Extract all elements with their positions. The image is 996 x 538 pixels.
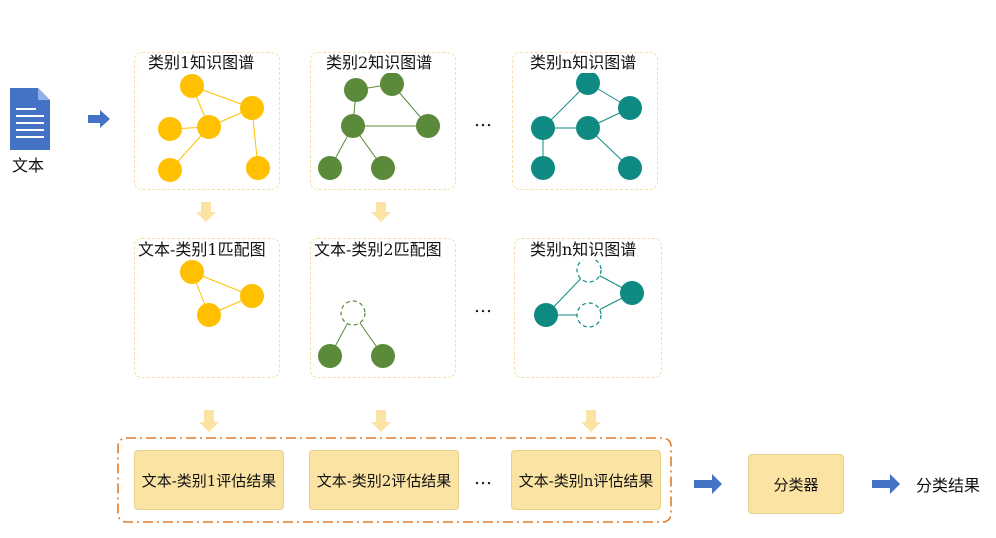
classifier-box: 分类器: [748, 454, 844, 514]
panel-title-category-n: 类别n知识图谱: [530, 53, 637, 73]
input-label: 文本: [12, 156, 45, 175]
arrows-down-1: [196, 202, 391, 222]
panel-title-category-1: 类别1知识图谱: [148, 53, 255, 73]
match-graph-n-nodes: [534, 281, 644, 327]
match-graph-2-empty-node: [340, 300, 366, 326]
ellipsis-row-2: …: [474, 296, 494, 317]
panel-title-category-2: 类别2知识图谱: [326, 53, 433, 73]
arrow-to-classifier: [694, 474, 722, 494]
match-graph-1-nodes: [180, 260, 264, 327]
results-group-border: [117, 437, 672, 523]
ellipsis-row-3: …: [474, 468, 494, 489]
arrow-to-output: [872, 474, 900, 494]
result-box-2: 文本-类别2评估结果: [309, 450, 459, 510]
panel-match-1: [134, 238, 280, 378]
document-icon: [10, 88, 50, 150]
result-box-n: 文本-类别n评估结果: [511, 450, 661, 510]
graph-category-2-nodes: [318, 72, 440, 180]
match-graph-2-nodes: [318, 344, 395, 368]
result-box-1: 文本-类别1评估结果: [134, 450, 284, 510]
panel-match-2: [310, 238, 456, 378]
panel-category-2: [310, 52, 456, 190]
match-graph-n-empty-nodes: [576, 257, 602, 328]
graph-category-n-nodes: [531, 71, 642, 180]
panel-category-1: [134, 52, 280, 190]
graph-category-1-nodes: [158, 74, 270, 182]
arrow-input: [88, 110, 110, 128]
arrows-down-2: [199, 410, 601, 432]
panel-match-n: [514, 238, 662, 378]
panel-title-match-2: 文本-类别2匹配图: [314, 240, 442, 260]
ellipsis-row-1: …: [474, 110, 494, 131]
panel-category-n: [512, 52, 658, 190]
panel-title-match-1: 文本-类别1匹配图: [138, 240, 266, 260]
output-label: 分类结果: [916, 476, 981, 495]
panel-title-match-n: 类别n知识图谱: [530, 240, 637, 260]
